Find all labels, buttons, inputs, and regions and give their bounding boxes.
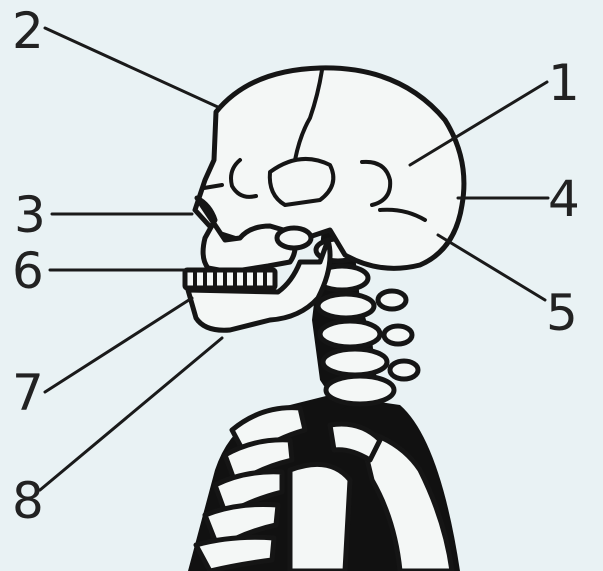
label-8: 8 xyxy=(12,476,44,526)
leader-5 xyxy=(438,235,545,300)
label-2: 2 xyxy=(12,6,44,56)
label-7: 7 xyxy=(12,368,44,418)
ribcage xyxy=(188,395,460,571)
label-6: 6 xyxy=(12,246,44,296)
teeth xyxy=(185,270,275,288)
ear-opening xyxy=(277,228,311,248)
label-3: 3 xyxy=(14,190,46,240)
leader-7 xyxy=(45,298,192,392)
label-1: 1 xyxy=(548,58,580,108)
leader-8 xyxy=(40,338,222,490)
label-4: 4 xyxy=(548,174,580,224)
leader-2 xyxy=(45,28,220,108)
label-5: 5 xyxy=(546,288,578,338)
